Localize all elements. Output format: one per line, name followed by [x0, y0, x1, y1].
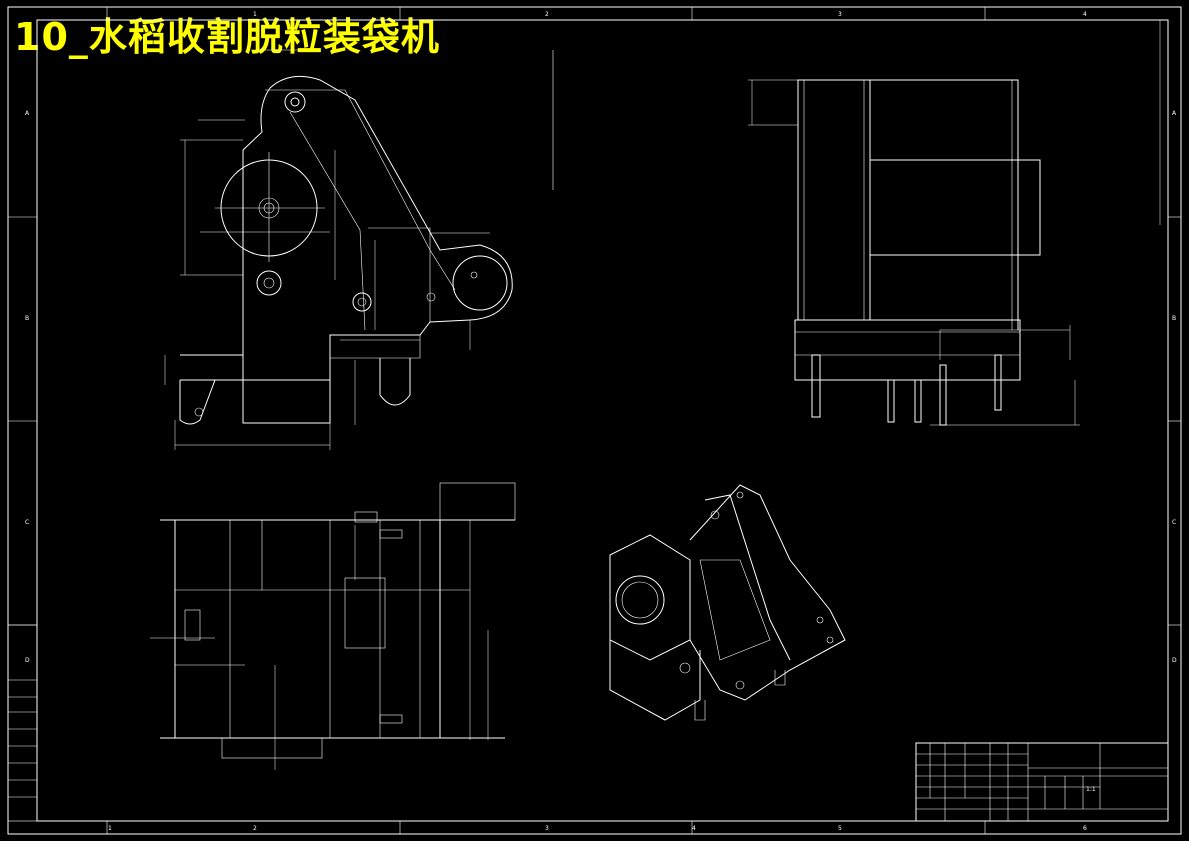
title-block: 1:1: [915, 742, 1169, 822]
zone-bottom-5: 5: [838, 825, 842, 832]
zone-right-c: C: [1172, 519, 1176, 526]
zone-bottom-3: 3: [545, 825, 549, 832]
zone-left-a: A: [25, 110, 30, 117]
revision-strip: [7, 624, 38, 822]
zone-left-b: B: [25, 315, 29, 322]
isometric-view: [609, 484, 846, 721]
front-view: [164, 49, 554, 450]
zone-top-4: 4: [1083, 11, 1087, 18]
side-view: [748, 20, 1161, 426]
zone-right-a: A: [1172, 110, 1177, 117]
zone-bottom-2: 2: [253, 825, 257, 832]
zone-left-d: D: [25, 657, 30, 664]
zone-left-c: C: [25, 519, 29, 526]
sheet-border: [7, 6, 1182, 835]
zone-top-2: 2: [545, 11, 549, 18]
zone-bottom-4: 4: [692, 825, 696, 832]
zone-top-1: 1: [253, 11, 257, 18]
zone-bottom-1: 1: [108, 825, 112, 832]
zone-top-3: 3: [838, 11, 842, 18]
zone-right-d: D: [1172, 657, 1177, 664]
border-zone-labels: 1 2 3 4 1 2 3 4 5 6 A B C D A B C D: [25, 11, 1177, 832]
zone-bottom-6: 6: [1083, 825, 1087, 832]
drawing-title: 10_水稻收割脱粒装袋机: [14, 15, 440, 59]
top-view: [150, 482, 516, 770]
title-block-scale: 1:1: [1086, 786, 1096, 793]
zone-right-b: B: [1172, 315, 1176, 322]
